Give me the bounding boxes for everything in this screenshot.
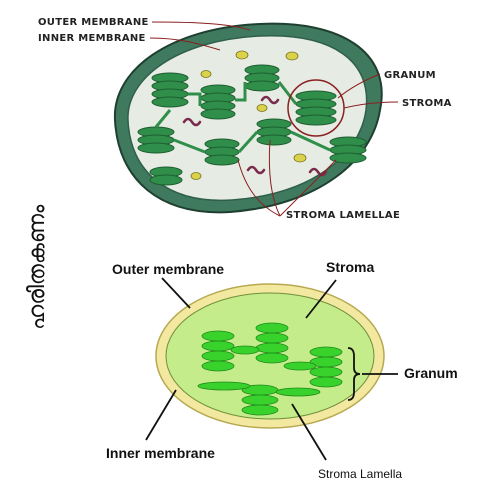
granum-stack-3 (245, 65, 279, 91)
granum-stack-8 (330, 137, 366, 163)
granum-stack-6 (205, 139, 239, 165)
stroma-lamella-disc-3 (198, 382, 250, 390)
granum-stack-2 (201, 85, 235, 119)
granum-stack-5 (138, 127, 174, 153)
label-stroma-lamellae-top: STROMA LAMELLAE (286, 210, 400, 221)
chloroplast-diagram-top: OUTER MEMBRANE INNER MEMBRANE GRANUM STR… (0, 0, 477, 240)
stroma-lamella-disc-1 (231, 346, 259, 354)
granum-stack-1 (152, 73, 188, 107)
label-granum-top: GRANUM (384, 70, 436, 81)
label-inner-membrane-bottom: Inner membrane (106, 445, 215, 461)
label-stroma-top: STROMA (402, 98, 452, 109)
granum-stack-7 (257, 119, 291, 145)
label-stroma-lamella-bottom: Stroma Lamella (318, 467, 402, 481)
stroma-lamella-disc-2 (284, 362, 316, 370)
granum-stack-4 (296, 91, 336, 125)
granum-bottom-4 (242, 385, 278, 415)
label-outer-membrane-top: OUTER MEMBRANE (38, 17, 149, 28)
label-stroma-bottom: Stroma (326, 259, 374, 275)
label-inner-membrane-top: INNER MEMBRANE (38, 33, 146, 44)
label-outer-membrane-bottom: Outer membrane (112, 261, 224, 277)
stroma-lamella-disc-4 (276, 388, 320, 396)
chloroplast-diagram-bottom: Outer membrane Stroma Granum Inner membr… (0, 240, 477, 484)
granum-stack-9 (150, 167, 182, 185)
label-granum-bottom: Granum (404, 365, 458, 381)
